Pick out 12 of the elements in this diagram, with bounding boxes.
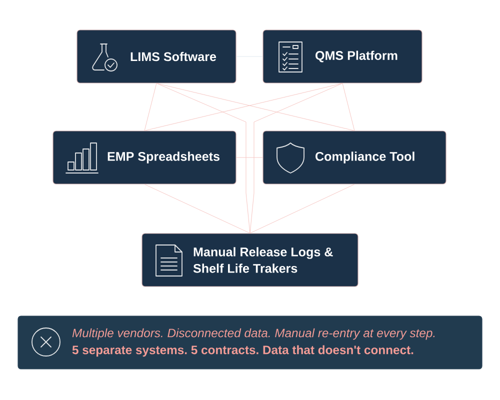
connector-line xyxy=(250,184,355,234)
warning-banner: Multiple vendors. Disconnected data. Manual re-entry at every step. 5 separate systems. 5 contracts. Data that doesn't connect. xyxy=(18,316,482,370)
connector-line xyxy=(156,83,250,234)
connector-line xyxy=(144,184,250,234)
connector-line xyxy=(250,83,343,234)
connector-line xyxy=(342,83,355,131)
system-box: EMP Spreadsheets xyxy=(52,130,236,184)
system-box: Manual Release Logs & Shelf Life Trakers xyxy=(142,233,358,287)
system-box: QMS Platform xyxy=(262,30,422,84)
connector-line xyxy=(144,83,157,131)
system-box: LIMS Software xyxy=(76,30,236,84)
system-box: Compliance Tool xyxy=(262,130,446,184)
